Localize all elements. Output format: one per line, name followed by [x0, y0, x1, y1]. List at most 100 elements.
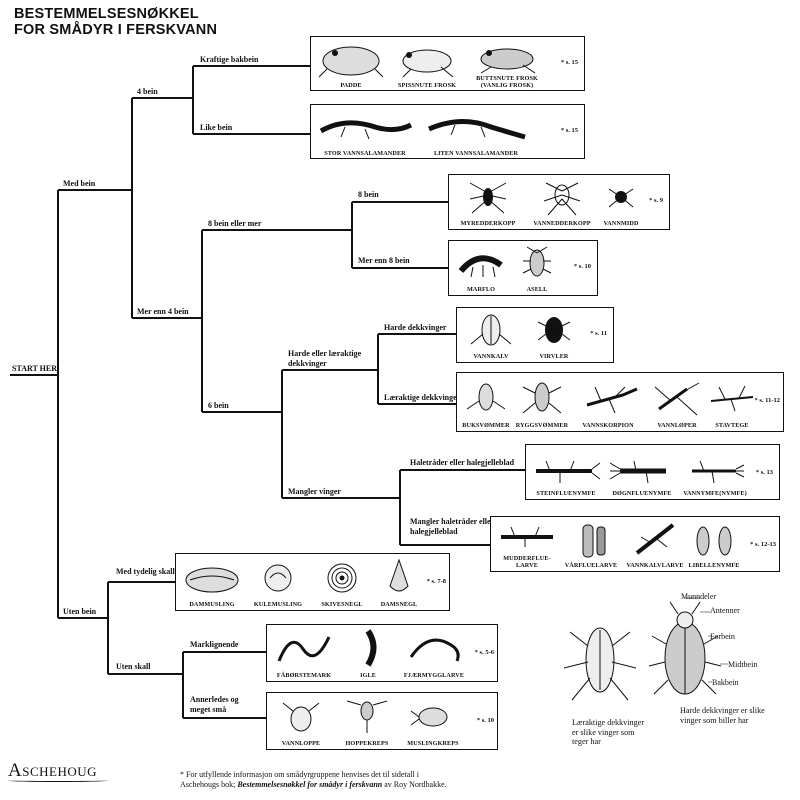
name-buttsnute-frosk: BUTTSNUTE FROSK [476, 75, 538, 82]
animal-buttsnute-frosk: BUTTSNUTE FROSK (VANLIG FROSK) [467, 39, 547, 89]
name-buksvommer: BUKSVØMMER [462, 422, 510, 429]
ref-nymfe: * s. 13 [755, 469, 773, 476]
damselfly-nymph-icon [692, 460, 745, 484]
branch-8-eller-mer: 8 bein eller mer [208, 219, 262, 228]
name-faborstemark: FÅBØRSTEMARK [276, 672, 332, 679]
name-varfluelarve: VÅRFLUELARVE [564, 562, 618, 569]
name-asell: ASELL [526, 286, 548, 293]
amphipod-icon [458, 255, 503, 278]
group-newts-box: STOR VANNSALAMANDER LITEN VANNSALAMANDER… [310, 104, 585, 159]
animal-ryggsvommer: RYGGSVØMMER [515, 375, 569, 429]
water-scorpion-icon [586, 386, 638, 414]
anatomy-midtbein: Midtbein [728, 660, 758, 669]
logo-text: Aschehoug [8, 760, 98, 781]
branch-marklignende: Marklignende [190, 640, 239, 649]
worm-icon [277, 636, 331, 662]
group-molluscs-box: DAMMUSLING KULEMUSLING SKIVESNEGL DAMSNE… [175, 553, 450, 611]
branch-4-bein: 4 bein [137, 87, 158, 96]
water-flea-icon [282, 702, 320, 732]
isopod-icon [522, 246, 552, 277]
caption-right-1: Harde dekkvinger er slike [680, 706, 765, 715]
anatomy-bakbein: Bakbein [712, 678, 739, 687]
name-fjaermygglarve: FJÆRMYGGLARVE [403, 672, 465, 679]
footnote-line-1: * For utfyllende informasjon om smådyrgr… [180, 770, 419, 779]
animal-asell: ASELL [515, 243, 559, 293]
ref-sma: * s. 10 [476, 717, 494, 724]
animal-vannloper: VANNLØPER [647, 375, 707, 429]
anatomy-munndeler: Munndeler [681, 592, 717, 601]
ref-frosk: * s. 15 [560, 59, 578, 66]
animal-vannloppe: VANNLOPPE [271, 695, 331, 747]
animal-fjaermygglarve: FJÆRMYGGLARVE [399, 627, 469, 679]
animal-stavtege: STAVTEGE [707, 375, 757, 429]
animal-skivesnegl: SKIVESNEGL [312, 556, 372, 608]
spider-icon [543, 182, 581, 216]
group-beetles-box: VANNKALV VIRVLER * s. 11 [456, 307, 614, 363]
publisher-logo: Aschehoug [8, 760, 108, 782]
stonefly-nymph-icon [536, 460, 601, 483]
animal-damsnegl: DAMSNEGL [376, 556, 422, 608]
group-nymphs-box: STEINFLUENYMFE DØGNFLUENYMFE VANNYMFE(NY… [525, 444, 780, 500]
animal-igle: IGLE [343, 627, 393, 679]
ref-laer: * s. 11-12 [754, 397, 780, 404]
leech-icon [365, 629, 377, 667]
animal-varfluelarve: VÅRFLUELARVE [561, 519, 621, 569]
mussel-icon [185, 567, 239, 593]
branch-harde-laer-1: Harde eller læraktige [288, 349, 362, 358]
water-boatman-icon [466, 383, 506, 411]
anatomy-antenner: Antenner [710, 606, 740, 615]
animal-vannskorpion: VANNSKORPION [573, 375, 643, 429]
page-title: BESTEMMELSESNØKKEL FOR SMÅDYR I FERSKVAN… [14, 6, 314, 38]
branch-harde: Harde dekkvinger [384, 323, 447, 332]
beetle-icon [648, 597, 728, 695]
newt-icon [427, 118, 526, 140]
group-larvae-box: MUDDERFLUE- LARVE VÅRFLUELARVE VANNKALVL… [490, 516, 780, 572]
ref-harde: * s. 11 [590, 330, 607, 337]
name-vannloppe: VANNLOPPE [281, 740, 321, 747]
ostracod-icon [410, 707, 448, 727]
branch-mangler-hale-1: Mangler haletråder eller [410, 517, 495, 526]
pea-clam-icon [264, 564, 292, 592]
midge-larva-icon [409, 638, 460, 662]
group-spiders-box: MYREDDERKOPP VANNEDDERKOPP VANNMIDD * s.… [448, 174, 670, 230]
caption-left-1: Læraktige dekkvinger [572, 718, 645, 727]
animal-spissnute-frosk: SPISSNUTE FROSK [391, 39, 463, 89]
name-stavtege: STAVTEGE [715, 422, 749, 429]
name-stor-vannsalamander: STOR VANNSALAMANDER [324, 150, 406, 157]
spider-icon [469, 182, 507, 214]
name-vannedderkopp: VANNEDDERKOPP [533, 220, 591, 227]
animal-vannkalvlarve: VANNKALVLARVE [625, 519, 685, 569]
dragonfly-nymph-icon [696, 526, 732, 556]
anatomy-figure [563, 597, 728, 701]
name-padde: PADDE [340, 82, 362, 89]
animal-muslingkreps: MUSLINGKREPS [401, 695, 465, 747]
backswimmer-icon [522, 382, 562, 414]
mayfly-nymph-icon [609, 460, 666, 484]
name-muslingkreps: MUSLINGKREPS [407, 740, 459, 747]
name-ryggsvommer: RYGGSVØMMER [515, 422, 569, 429]
animal-vannmidd: VANNMIDD [601, 177, 641, 227]
ref-edderkopp: * s. 9 [649, 197, 663, 204]
animal-padde: PADDE [315, 39, 387, 89]
frog-icon [402, 49, 454, 78]
branch-mangler-hale-2: halegjelleblad [410, 527, 458, 536]
branch-harde-laer-2: dekkvinger [288, 359, 327, 368]
branch-start: START HER [12, 364, 57, 373]
caption-harde: Harde dekkvinger er slike vinger som bil… [680, 706, 765, 725]
footnote-book-title: Bestemmelsesnøkkel for smådyr i ferskvan… [237, 780, 383, 789]
branch-like-bein: Like bein [200, 123, 233, 132]
ref-skall: * s. 7-8 [426, 578, 446, 585]
name-dammusling: DAMMUSLING [189, 601, 235, 608]
branch-mer-enn-4: Mer enn 4 bein [137, 307, 189, 316]
animal-libellenymfe: LIBELLENYMFE [687, 519, 741, 569]
name-igle: IGLE [360, 672, 376, 679]
title-line-1: BESTEMMELSESNØKKEL [14, 6, 199, 22]
branch-uten-skall: Uten skall [116, 662, 151, 671]
toad-icon [318, 46, 384, 78]
title-line-2: FOR SMÅDYR I FERSKVANN [14, 22, 218, 38]
animal-faborstemark: FÅBØRSTEMARK [271, 627, 337, 679]
diving-beetle-larva-icon [635, 523, 675, 555]
caption-laeraktige: Læraktige dekkvinger er slike vinger som… [572, 718, 644, 747]
name-steinfluenymfe: STEINFLUENYMFE [536, 490, 596, 497]
water-bug-icon [563, 627, 637, 701]
